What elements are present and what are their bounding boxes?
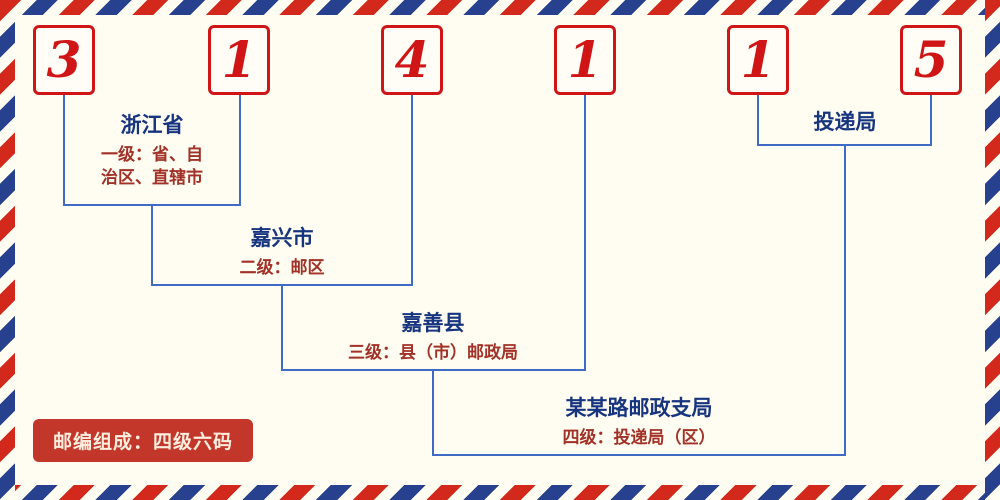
digit-1: 3 bbox=[46, 30, 82, 89]
composition-badge: 邮编组成：四级六码 bbox=[33, 419, 254, 462]
level1-place-name: 浙江省 bbox=[120, 113, 184, 137]
level1-desc-line1: 一级：省、自 bbox=[101, 145, 203, 166]
digit-box-3: 4 bbox=[381, 25, 443, 95]
airmail-stripe-bottom bbox=[0, 485, 1000, 500]
level1-desc-line2: 治区、直辖市 bbox=[101, 168, 203, 189]
level3-desc: 三级：县（市）邮政局 bbox=[348, 343, 518, 364]
digit-3: 4 bbox=[394, 30, 430, 89]
level2-group: 嘉兴市 二级：邮区 bbox=[240, 226, 325, 280]
level4-group: 某某路邮政支局 四级：投递局（区） bbox=[563, 396, 716, 450]
delivery-office-group: 投递局 bbox=[814, 110, 877, 141]
level4-place-name: 某某路邮政支局 bbox=[565, 396, 713, 420]
digit-box-2: 1 bbox=[208, 25, 270, 95]
digit-box-6: 5 bbox=[900, 25, 962, 95]
digit-box-5: 1 bbox=[727, 25, 789, 95]
airmail-stripe-left bbox=[0, 0, 15, 500]
digit-4: 1 bbox=[567, 30, 603, 89]
digit-2: 1 bbox=[221, 30, 257, 89]
level2-desc: 二级：邮区 bbox=[239, 258, 325, 279]
digit-6: 5 bbox=[913, 30, 949, 89]
digit-5: 1 bbox=[740, 30, 776, 89]
airmail-stripe-top bbox=[0, 0, 1000, 15]
delivery-office-label: 投递局 bbox=[813, 110, 877, 134]
level3-group: 嘉善县 三级：县（市）邮政局 bbox=[348, 311, 518, 365]
digit-box-4: 1 bbox=[554, 25, 616, 95]
level3-place-name: 嘉善县 bbox=[401, 311, 465, 335]
digit-box-1: 3 bbox=[33, 25, 95, 95]
airmail-stripe-right bbox=[985, 0, 1000, 500]
level2-place-name: 嘉兴市 bbox=[250, 226, 314, 250]
level1-group: 浙江省 一级：省、自 治区、直辖市 bbox=[101, 113, 203, 190]
level4-desc: 四级：投递局（区） bbox=[562, 428, 716, 449]
